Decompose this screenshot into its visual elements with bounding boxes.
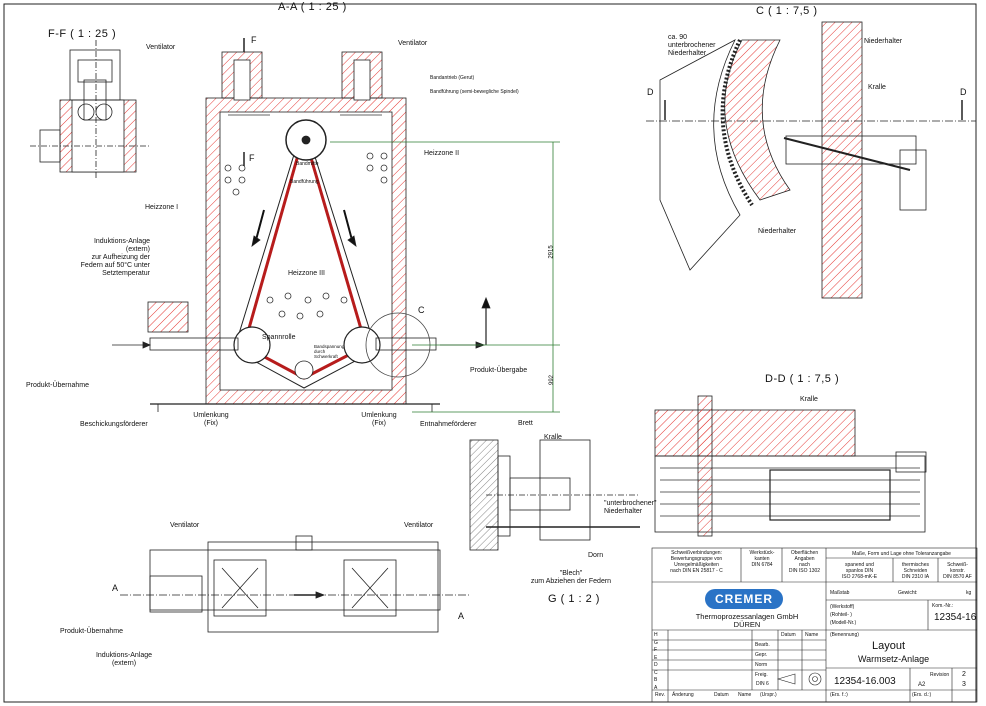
tb-weld-note: Schweißverbindungen: Bewertungsgruppe vo…: [670, 550, 723, 574]
tb-werkstoff: (Werkstoff): [830, 604, 855, 610]
tb-col-ers-f: (Ers. f.:): [830, 692, 848, 698]
tb-tol1: spanend und spanlos DIN ISO 2768-mK-E: [841, 562, 878, 580]
label-induktion: Induktions-Anlage (extern) zur Aufheizun…: [80, 238, 150, 277]
tb-tol2: thermisches Schneiden DIN 2310 IA: [901, 562, 930, 580]
tb-gewicht: Gewicht:: [898, 590, 918, 596]
view-title-g: G ( 1 : 2 ): [548, 593, 600, 605]
tb-benennung: (Benennung): [830, 632, 859, 638]
label-section-f-top: F: [251, 35, 257, 45]
tb-name: Name: [805, 632, 819, 638]
tb-tolerance: Werkstück- kanten DIN 6784: [749, 550, 775, 568]
label-heizzone-1: Heizzone I: [145, 204, 179, 211]
tb-rev-letters: H G F E D C B A: [654, 632, 658, 691]
label-ventilator-left: Ventilator: [146, 44, 176, 51]
tb-dims-header: Maße, Form und Lage ohne Toleranzangabe: [852, 551, 951, 557]
label-kralle-dd: Kralle: [800, 396, 818, 403]
tb-col-rev: Rev.: [655, 692, 665, 698]
tb-datum: Datum: [781, 632, 796, 638]
view-title-aa: A-A ( 1 : 25 ): [278, 1, 347, 13]
label-bandspannung: Bandspannung durch Schwerkraft: [314, 344, 345, 359]
cremer-logo: CREMER: [705, 589, 783, 609]
tb-kg: kg: [966, 590, 972, 596]
label-produkt-uebernahme: Produkt-Übernahme: [26, 382, 90, 389]
view-dd: [654, 395, 927, 537]
label-ca90: ca. 90 unterbrochener Niederhalter: [668, 34, 716, 57]
tb-col-aenderung: Änderung: [672, 692, 694, 698]
sheet-border: [3, 3, 977, 703]
dimension-2915: 2915: [548, 245, 555, 259]
label-produkt-uebernahme-plan: Produkt-Übernahme: [60, 628, 124, 635]
tb-zeichnung-nr: 12354-16.003: [834, 676, 896, 687]
view-plan: [120, 535, 470, 633]
label-section-d-right: D: [960, 87, 967, 97]
tb-col-name: Name: [738, 692, 752, 698]
label-entnahmefoerderer: Entnahmeförderer: [420, 421, 477, 428]
view-g: [469, 439, 640, 551]
label-niederhalter-bottom: Niederhalter: [758, 228, 797, 235]
label-section-d-left: D: [647, 87, 654, 97]
view-title-ff: F-F ( 1 : 25 ): [48, 28, 117, 40]
label-beschickungsfoerderer: Beschickungsförderer: [80, 421, 148, 428]
tb-company-line2: DÜREN: [733, 620, 761, 629]
label-bandfuehrung-top: Bandführung (semi-bewegliche Spindel): [430, 89, 519, 95]
label-umlenkung-right: Umlenkung (Fix): [361, 412, 397, 427]
tb-blatt-von: 3: [962, 681, 966, 688]
label-bandantrieb: Bandantrieb (Gerut): [430, 75, 475, 81]
tb-kom-nr: 12354-16: [934, 612, 977, 623]
tb-massstab: Maßstab: [830, 590, 850, 596]
view-c: [646, 21, 976, 299]
label-umlenkung-left: Umlenkung (Fix): [193, 412, 229, 427]
label-produkt-uebergabe: Produkt-Übergabe: [470, 367, 528, 374]
label-kralle-g: Kralle: [544, 434, 562, 441]
tb-freig: Freig.: [755, 672, 768, 678]
label-heizzone-2: Heizzone II: [424, 150, 460, 157]
tb-company-line1: Thermoprozessanlagen GmbH: [695, 612, 799, 621]
tb-gepr: Gepr.: [755, 652, 768, 658]
tb-modell: (Modell-Nr.): [830, 620, 857, 626]
label-spannrolle: Spannrolle: [262, 334, 296, 341]
label-ventilator-plan-left: Ventilator: [170, 522, 200, 529]
label-dorn: Dorn: [588, 552, 604, 559]
tb-rohteil: (Rohteil- ): [830, 612, 852, 618]
label-bandfuehrung: Bandführung: [290, 179, 319, 185]
tb-col-ers-d: (Ers. d.:): [912, 692, 932, 698]
tb-title-layout: Layout: [872, 640, 906, 652]
view-ff: [30, 40, 150, 180]
tb-format: A2: [918, 682, 926, 688]
tb-blatt: 2: [962, 671, 966, 678]
label-induktion-plan: Induktions-Anlage (extern): [95, 652, 153, 667]
label-niederhalter-top: Niederhalter: [864, 38, 903, 45]
tb-title-warmsetz: Warmsetz-Anlage: [858, 654, 930, 664]
label-blech: "Blech" zum Abziehen der Federn: [530, 570, 612, 585]
tb-norm: Norm: [755, 662, 768, 668]
label-ventilator-right: Ventilator: [398, 40, 428, 47]
tb-kom-label: Kom.-Nr.:: [932, 603, 954, 609]
label-section-f-bottom: F: [249, 153, 255, 163]
label-brett: Brett: [518, 420, 533, 427]
tb-din6: DIN 6: [756, 681, 769, 687]
tb-surface: Oberflächen Angaben nach DIN ISO 1302: [788, 550, 821, 574]
label-bandmitte: Bandmitte: [296, 161, 319, 167]
title-block: [651, 547, 978, 703]
tb-revision: Revision: [930, 672, 950, 678]
tb-col-datum: Datum: [714, 692, 729, 698]
dimension-992: 992: [549, 374, 556, 386]
label-heizzone-3: Heizzone III: [288, 270, 325, 277]
view-title-dd: D-D ( 1 : 7,5 ): [765, 373, 840, 385]
tb-col-urspr: (Urspr.): [760, 692, 777, 698]
label-detail-c: C: [418, 305, 425, 315]
tb-bearb: Bearb.: [755, 642, 770, 648]
view-title-c: C ( 1 : 7,5 ): [756, 5, 818, 17]
label-kralle-c: Kralle: [868, 84, 886, 91]
label-ventilator-plan-right: Ventilator: [404, 522, 434, 529]
view-aa: [112, 38, 560, 413]
label-section-a-right: A: [458, 611, 465, 621]
label-unterbrochener: "unterbrochener" Niederhalter: [604, 500, 657, 515]
label-section-a-left: A: [112, 583, 119, 593]
tb-tol3: Schweiß- konstr. DIN 8570 AF: [943, 562, 972, 580]
